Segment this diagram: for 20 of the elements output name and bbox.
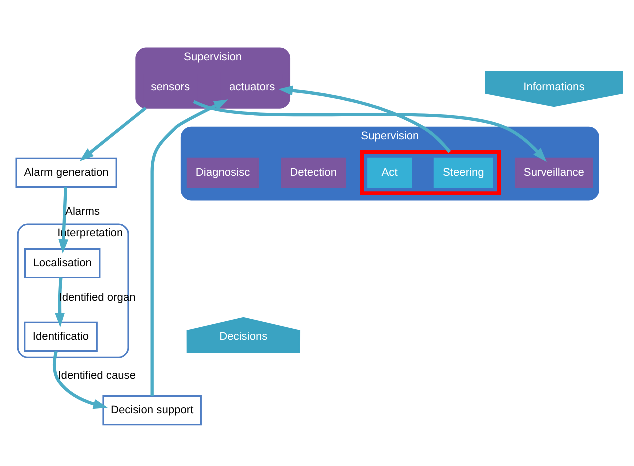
cluster — [360, 150, 502, 196]
node-box: Decision support — [102, 394, 202, 426]
node-box: Detection — [281, 157, 346, 188]
node-box: Steering — [434, 157, 494, 188]
arrow — [53, 350, 108, 409]
node-box: Act — [368, 157, 412, 188]
arrow — [278, 85, 452, 153]
node-box: Diagnosisc — [186, 157, 260, 188]
edge-label: Identified cause — [58, 369, 136, 382]
arrow — [55, 277, 66, 327]
node-box: Identificatio — [24, 321, 98, 352]
arrow — [58, 186, 69, 254]
node-text: sensors — [151, 80, 190, 93]
node-text: actuators — [230, 80, 276, 93]
arrow — [150, 99, 229, 396]
arrow — [193, 100, 547, 162]
node-box: Surveillance — [515, 157, 594, 188]
node-box: Localisation — [24, 248, 101, 278]
node-box: Alarm generation — [16, 157, 118, 188]
arrow — [80, 106, 147, 161]
